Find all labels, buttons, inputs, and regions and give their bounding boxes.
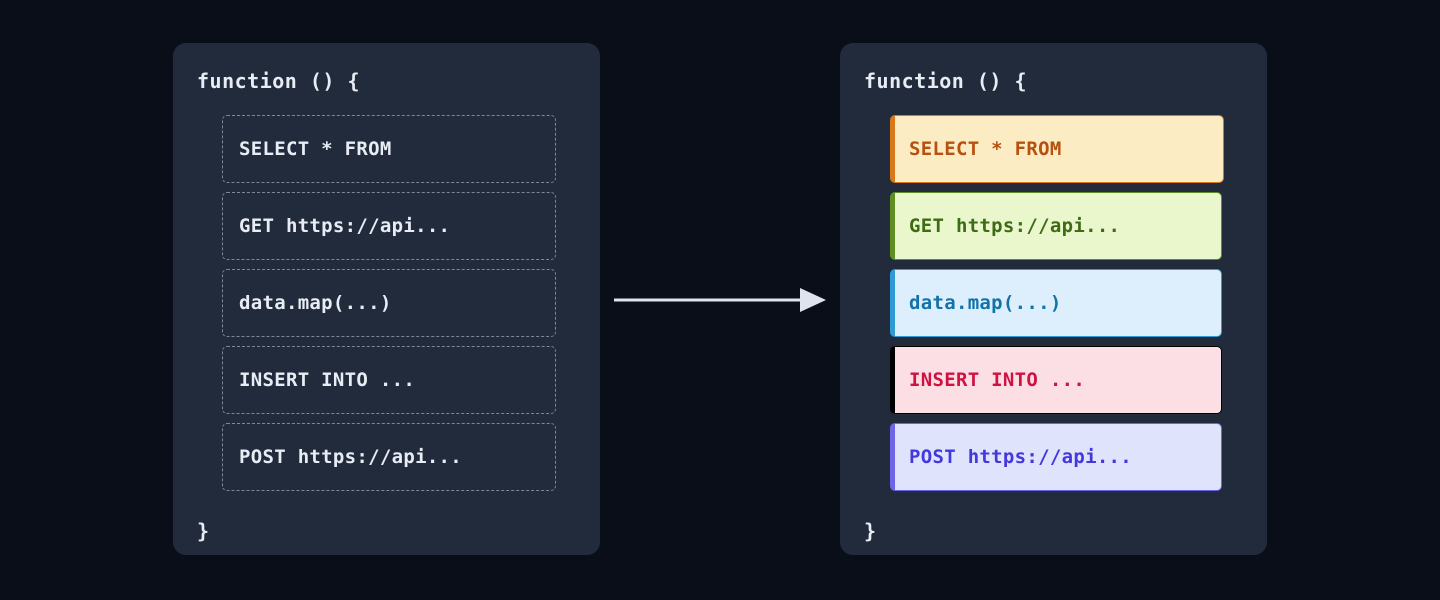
- row-label: POST https://api...: [239, 446, 463, 468]
- row-label: INSERT INTO ...: [239, 369, 416, 391]
- arrow-right-svg: [614, 288, 826, 312]
- row-label: data.map(...): [909, 292, 1062, 314]
- list-item-highlighted[interactable]: INSERT INTO ...: [890, 346, 1222, 414]
- list-item[interactable]: POST https://api...: [222, 423, 556, 491]
- row-label: GET https://api...: [239, 215, 451, 237]
- list-item[interactable]: SELECT * FROM: [222, 115, 556, 183]
- list-item-highlighted[interactable]: SELECT * FROM: [890, 115, 1224, 183]
- row-label: INSERT INTO ...: [909, 369, 1086, 391]
- after-function-open: function () {: [864, 69, 1028, 93]
- row-label: SELECT * FROM: [239, 138, 392, 160]
- after-row-list: SELECT * FROM GET https://api... data.ma…: [890, 115, 1267, 500]
- row-label: GET https://api...: [909, 215, 1121, 237]
- after-function-close: }: [864, 519, 877, 543]
- row-label: POST https://api...: [909, 446, 1133, 468]
- row-label: SELECT * FROM: [909, 138, 1062, 160]
- list-item-highlighted[interactable]: data.map(...): [890, 269, 1222, 337]
- list-item[interactable]: INSERT INTO ...: [222, 346, 556, 414]
- list-item[interactable]: GET https://api...: [222, 192, 556, 260]
- row-label: data.map(...): [239, 292, 392, 314]
- list-item[interactable]: data.map(...): [222, 269, 556, 337]
- before-function-close: }: [197, 519, 210, 543]
- before-panel: function () { SELECT * FROM GET https://…: [173, 43, 600, 555]
- list-item-highlighted[interactable]: GET https://api...: [890, 192, 1222, 260]
- before-function-open: function () {: [197, 69, 361, 93]
- arrow-right-icon: [614, 282, 826, 318]
- before-row-list: SELECT * FROM GET https://api... data.ma…: [222, 115, 600, 500]
- after-panel: function () { SELECT * FROM GET https://…: [840, 43, 1267, 555]
- list-item-highlighted[interactable]: POST https://api...: [890, 423, 1222, 491]
